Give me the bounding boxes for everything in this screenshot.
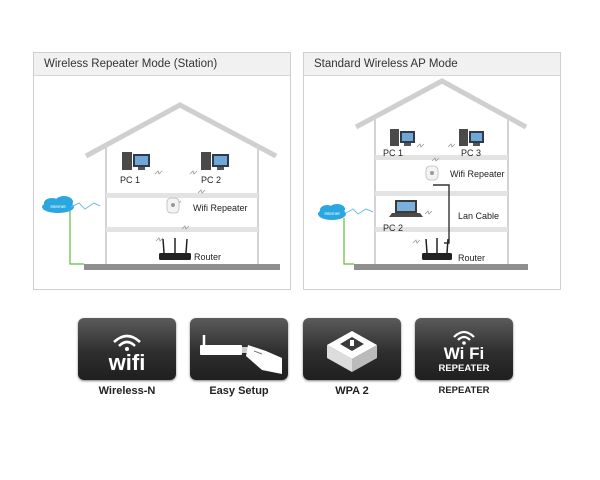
feature-caption: WPA 2 [335,385,369,397]
feature-tile-easy-setup [190,318,288,380]
feature-caption: Wireless-N [98,385,156,397]
signal-icon [154,170,163,175]
laptop-icon [389,200,423,217]
panel-title: Standard Wireless AP Mode [304,53,560,76]
pc1-label: PC 1 [383,148,403,158]
signal-icon [416,143,425,148]
security-box-icon [327,331,377,372]
router-label: Router [194,252,221,262]
house-floor [375,191,508,196]
pc1-label: PC 1 [120,175,140,185]
internet-cable [69,211,84,265]
signal-icon [155,237,164,242]
ap-mode-panel: Standard Wireless AP Mode Internet PC 1 [303,52,561,290]
wifi-repeater-icon [166,197,180,214]
plug-in-hand-icon [200,335,282,374]
ap-mode-diagram: Internet PC 1 PC 3 Wifi Repeater [318,78,528,270]
wifi-repeater-icon [425,165,439,181]
signal-icon [447,143,456,148]
signal-icon [189,170,198,175]
house-floor [375,227,508,232]
router-icon [159,238,191,260]
house-floor [106,227,258,232]
router-icon [422,238,452,260]
wifi-repeater-logo-icon: Wi Fi REPEATER [438,330,490,374]
feature-caption: Easy Setup [209,385,269,397]
wifi-word: Wi Fi [444,344,484,363]
house-floor [375,155,508,160]
repeater-label: Wifi Repeater [450,169,505,179]
signal-icon [181,225,190,230]
signal-icon [412,239,421,244]
feature-tile-wpa2 [303,318,401,380]
house-ground [354,264,528,270]
house-roof [84,102,278,159]
pc-icon [122,152,150,170]
signal-icon [424,210,433,215]
house-floor [106,193,258,198]
repeater-mode-diagram: Internet PC 1 PC 2 Wifi [42,102,280,270]
internet-cloud-icon: Internet [318,204,346,220]
pc2-label: PC 2 [383,223,403,233]
pc-icon [459,129,484,146]
pc-icon [390,129,415,146]
lan-cable [433,184,450,244]
internet-label: Internet [324,211,340,216]
pc2-label: PC 2 [201,175,221,185]
internet-cloud-icon: Internet [42,196,74,213]
internet-signal [345,208,374,215]
repeater-mode-panel: Wireless Repeater Mode (Station) Interne… [33,52,291,290]
lan-cable-label: Lan Cable [458,211,499,221]
feature-tile-wireless-n: wifi [78,318,176,380]
router-label: Router [458,253,485,263]
repeater-word: REPEATER [438,363,489,374]
house-ground [84,264,280,270]
panel-title: Wireless Repeater Mode (Station) [34,53,290,76]
signal-icon [197,189,206,194]
feature-tile-repeater: Wi Fi REPEATER [415,318,513,380]
internet-cable [343,218,354,265]
internet-label: Internet [50,204,66,209]
pc-icon [201,152,229,170]
internet-signal [70,202,101,210]
repeater-label: Wifi Repeater [193,203,248,213]
house-roof [354,78,528,130]
pc3-label: PC 3 [461,148,481,158]
wifi-logo-icon: wifi [108,334,146,375]
feature-caption: REPEATER [438,385,490,396]
signal-icon [431,157,440,162]
wifi-word: wifi [108,350,146,375]
